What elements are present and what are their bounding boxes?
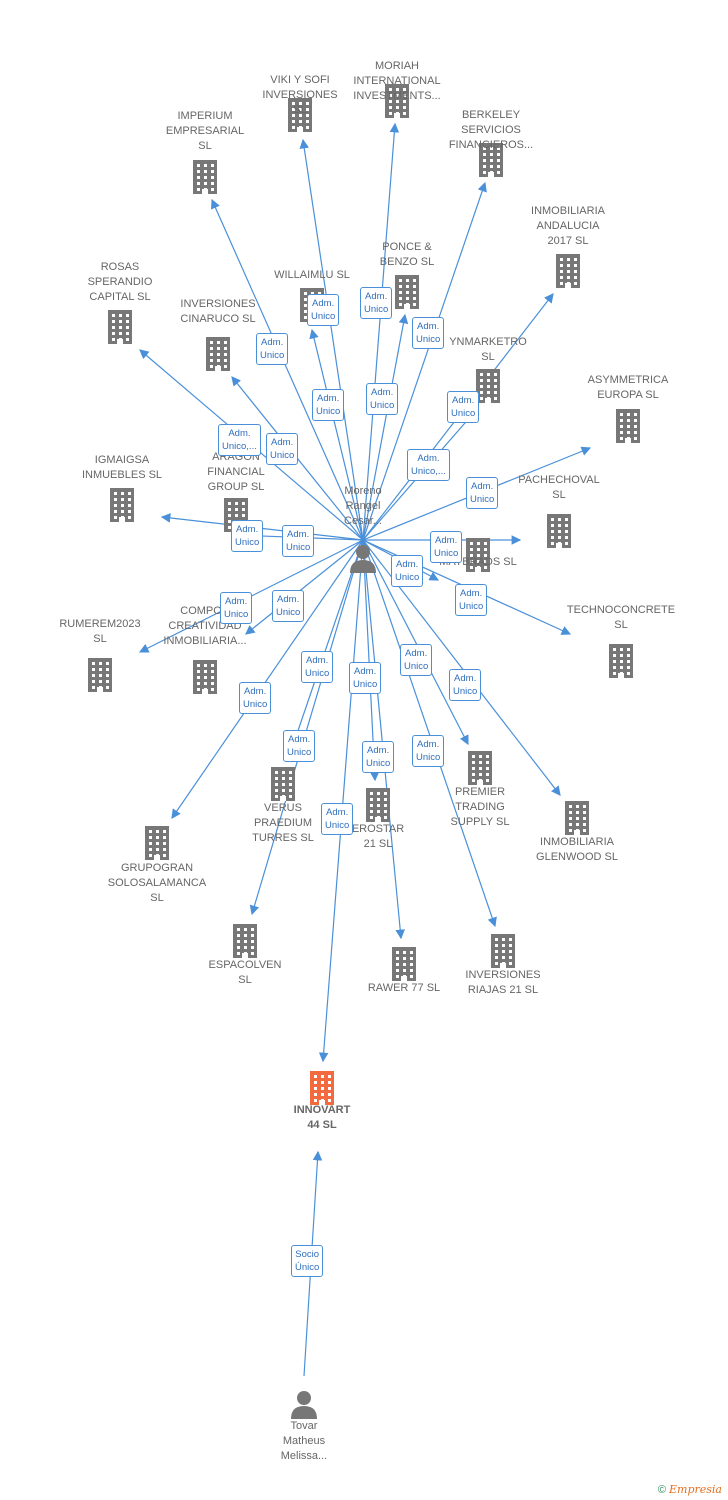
relation-badge[interactable]: Adm. Unico xyxy=(412,317,445,349)
company-building-icon[interactable] xyxy=(488,932,518,975)
company-building-icon[interactable] xyxy=(203,335,233,378)
relation-badge[interactable]: Adm. Unico xyxy=(239,682,272,714)
person-label-moreno[interactable]: Moreno Rangel Cesar... xyxy=(344,485,382,527)
focus-company-building-icon[interactable] xyxy=(307,1069,337,1112)
relation-badge[interactable]: Adm. Unico xyxy=(321,803,354,835)
company-building-icon[interactable] xyxy=(613,407,643,450)
edge-19 xyxy=(362,539,380,782)
relation-badge[interactable]: Adm. Unico xyxy=(391,555,424,587)
relation-badge[interactable]: Adm. Unico xyxy=(283,730,316,762)
relation-badge[interactable]: Socio Único xyxy=(291,1245,324,1277)
company-label-willaimlu[interactable]: WILLAIMLU SL xyxy=(274,269,350,281)
relation-badge[interactable]: Adm. Unico xyxy=(412,735,445,767)
relation-badge[interactable]: Adm. Unico,... xyxy=(407,449,450,481)
company-building-icon[interactable] xyxy=(553,252,583,295)
relation-badge[interactable]: Adm. Unico xyxy=(400,644,433,676)
company-building-icon[interactable] xyxy=(190,158,220,201)
relation-badge[interactable]: Adm. Unico xyxy=(455,584,488,616)
company-label-cinaruco[interactable]: INVERSIONES CINARUCO SL xyxy=(180,298,256,325)
person-icon[interactable] xyxy=(348,543,378,578)
relation-badge[interactable]: Adm. Unico xyxy=(272,590,305,622)
company-building-icon[interactable] xyxy=(363,786,393,829)
edge-3 xyxy=(211,198,364,541)
company-building-icon[interactable] xyxy=(142,824,172,867)
company-label-imperium[interactable]: IMPERIUM EMPRESARIAL SL xyxy=(165,110,245,152)
company-label-rumerem[interactable]: RUMEREM2023 SL xyxy=(59,618,141,645)
relation-badge[interactable]: Adm. Unico xyxy=(301,651,334,683)
relation-badge[interactable]: Adm. Unico xyxy=(447,391,480,423)
company-building-icon[interactable] xyxy=(562,799,592,842)
company-label-asymmetrica[interactable]: ASYMMETRICA EUROPA SL xyxy=(587,374,669,401)
edge-18 xyxy=(286,539,364,762)
company-label-rawer[interactable]: RAWER 77 SL xyxy=(367,982,441,994)
edge-22 xyxy=(171,539,364,819)
relation-badge[interactable]: Adm. Unico xyxy=(466,477,499,509)
copyright-notice: © Empresia xyxy=(657,1483,722,1496)
edge-5 xyxy=(362,313,409,541)
company-building-icon[interactable] xyxy=(606,642,636,685)
relation-badge[interactable]: Adm. Unico xyxy=(360,287,393,319)
company-building-icon[interactable] xyxy=(85,656,115,699)
company-label-maybrads[interactable]: MAYBRADS SL xyxy=(439,556,517,568)
relation-badge[interactable]: Adm. Unico xyxy=(366,383,399,415)
company-label-ponce[interactable]: PONCE & BENZO SL xyxy=(379,241,435,268)
person-label-tovar[interactable]: Tovar Matheus Melissa... xyxy=(280,1420,328,1462)
company-label-berkeley[interactable]: BERKELEY SERVICIOS FINANCIEROS... xyxy=(448,109,534,151)
relation-badge[interactable]: Adm. Unico xyxy=(430,531,463,563)
company-building-icon[interactable] xyxy=(392,273,422,316)
relation-badge[interactable]: Adm. Unico xyxy=(307,294,340,326)
edge-2 xyxy=(362,181,487,541)
edge-6 xyxy=(309,328,364,541)
company-building-icon[interactable] xyxy=(230,922,260,965)
company-label-premier[interactable]: PREMIER TRADING SUPPLY SL xyxy=(450,786,510,828)
company-building-icon[interactable] xyxy=(465,749,495,792)
company-building-icon[interactable] xyxy=(105,308,135,351)
company-building-icon[interactable] xyxy=(190,658,220,701)
company-label-technoconcrete[interactable]: TECHNOCONCRETE SL xyxy=(566,604,676,631)
edge-17 xyxy=(245,539,364,635)
relation-badge[interactable]: Adm. Unico xyxy=(220,592,253,624)
relation-badge[interactable]: Adm. Unico xyxy=(362,741,395,773)
relation-badge[interactable]: Adm. Unico xyxy=(312,389,345,421)
company-label-glenwood[interactable]: INMOBILIARIA GLENWOOD SL xyxy=(536,836,618,863)
company-label-riajas[interactable]: INVERSIONES RIAJAS 21 SL xyxy=(465,969,541,996)
company-building-icon[interactable] xyxy=(285,96,315,139)
relation-badge[interactable]: Adm. Unico xyxy=(266,433,299,465)
company-label-compor[interactable]: COMPOR CREATIVIDAD INMOBILIARIA... xyxy=(163,605,247,647)
company-building-icon[interactable] xyxy=(268,765,298,808)
edge-0 xyxy=(299,138,364,541)
company-label-ynmarketro[interactable]: YNMARKETRO SL xyxy=(449,336,527,363)
edge-23 xyxy=(249,539,364,916)
company-label-rosas[interactable]: ROSAS SPERANDIO CAPITAL SL xyxy=(87,261,153,303)
edge-24 xyxy=(362,539,405,940)
relation-badge[interactable]: Adm. Unico xyxy=(231,520,264,552)
relation-badge[interactable]: Adm. Unico xyxy=(282,525,315,557)
relation-badge[interactable]: Adm. Unico,... xyxy=(218,424,261,456)
company-label-moriah[interactable]: MORIAH INTERNATIONAL INVESTMENTS... xyxy=(353,60,441,102)
relation-badge[interactable]: Adm. Unico xyxy=(349,662,382,694)
company-building-icon[interactable] xyxy=(382,82,412,125)
company-label-pachechoval[interactable]: PACHECHOVAL SL xyxy=(518,474,600,501)
company-label-grupogran[interactable]: GRUPOGRAN SOLOSALAMANCA SL xyxy=(107,862,207,904)
company-building-icon[interactable] xyxy=(463,536,493,579)
company-label-igmaigsa[interactable]: IGMAIGSA INMUEBLES SL xyxy=(81,454,163,481)
company-label-inmoand[interactable]: INMOBILIARIA ANDALUCIA 2017 SL xyxy=(531,205,605,247)
company-label-innovart[interactable]: INNOVART 44 SL xyxy=(293,1104,351,1131)
relation-badge[interactable]: Adm. Unico xyxy=(449,669,482,701)
relation-badge[interactable]: Adm. Unico xyxy=(256,333,289,365)
company-building-icon[interactable] xyxy=(476,141,506,184)
edge-26 xyxy=(318,539,364,1063)
edge-20 xyxy=(362,539,469,746)
company-building-icon[interactable] xyxy=(107,486,137,529)
company-building-icon[interactable] xyxy=(473,367,503,410)
company-building-icon[interactable] xyxy=(389,945,419,988)
company-building-icon[interactable] xyxy=(544,512,574,555)
company-label-viki[interactable]: VIKI Y SOFI INVERSIONES SL xyxy=(262,74,338,116)
edge-25 xyxy=(362,539,497,928)
company-label-espacolven[interactable]: ESPACOLVEN SL xyxy=(208,959,282,986)
edge-1 xyxy=(362,122,400,541)
company-label-erostar[interactable]: EROSTAR 21 SL xyxy=(351,823,405,850)
person-icon[interactable] xyxy=(289,1389,319,1424)
company-label-verus[interactable]: VERUS PRAEDIUM TURRES SL xyxy=(252,802,314,844)
